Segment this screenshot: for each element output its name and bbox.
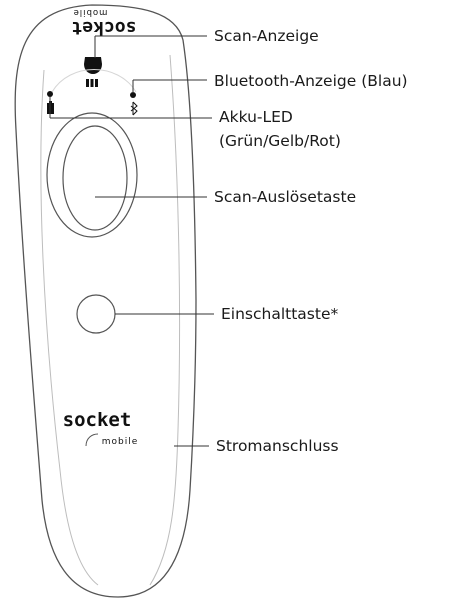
label-battery-led-colors: (Grün/Gelb/Rot) (219, 132, 341, 150)
body-inner-contour-left (40, 69, 99, 586)
brand-logo-top-subtext: mobile (73, 7, 108, 17)
label-power-button: Einschalttaste* (221, 305, 338, 323)
battery-led-dot (47, 91, 53, 97)
callout-lines (49, 35, 214, 447)
brand-logo-bottom-subtext: mobile (102, 437, 139, 447)
body-inner-contour-right (149, 54, 181, 586)
brand-logo-swoosh-icon (85, 433, 99, 447)
callout-labels: Scan-Anzeige Bluetooth-Anzeige (Blau) Ak… (214, 27, 408, 455)
label-power-port: Stromanschluss (216, 437, 339, 455)
brand-logo-top: socket mobile (71, 7, 136, 38)
label-bluetooth-indicator: Bluetooth-Anzeige (Blau) (214, 72, 408, 90)
brand-logo-bottom: socket mobile (63, 409, 139, 447)
brand-logo-bottom-text: socket (63, 409, 132, 431)
bluetooth-led-dot (130, 92, 136, 98)
power-button[interactable] (76, 294, 116, 334)
brand-logo-top-text: socket (71, 17, 136, 38)
led-indicator-ring (51, 69, 137, 93)
label-battery-led: Akku-LED (219, 108, 293, 126)
label-scan-trigger: Scan-Auslösetaste (214, 188, 356, 206)
label-scan-indicator: Scan-Anzeige (214, 27, 319, 45)
bluetooth-icon (130, 101, 138, 116)
scan-trigger-button-inner[interactable] (62, 125, 128, 231)
